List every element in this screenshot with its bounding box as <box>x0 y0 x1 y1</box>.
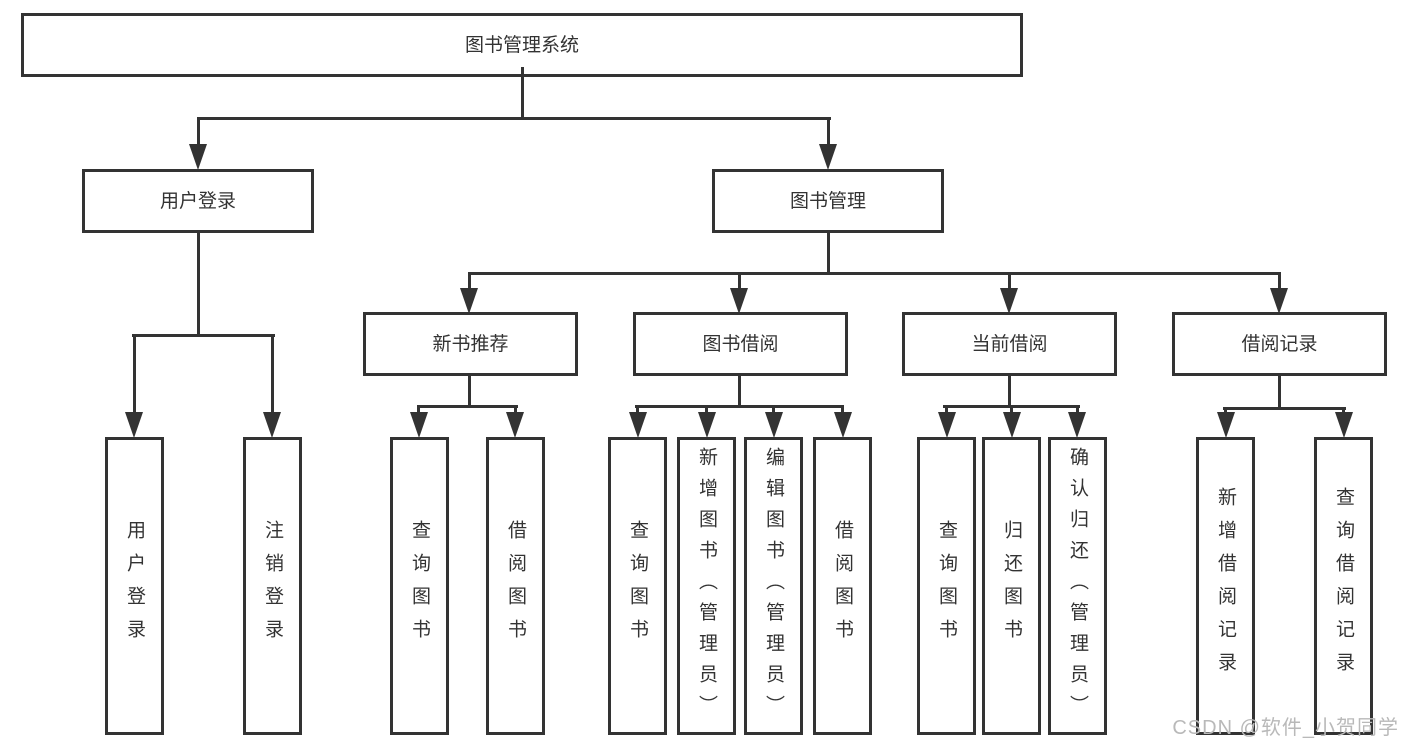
connector-line <box>1223 407 1346 410</box>
node-label: 借阅图书 <box>505 520 526 652</box>
arrow-down-icon <box>730 288 748 314</box>
arrow-down-icon <box>834 412 852 438</box>
arrow-down-icon <box>125 412 143 438</box>
node-label: 编辑图书（管理员） <box>763 446 784 726</box>
connector-line <box>1278 376 1281 410</box>
node-label: 新书推荐 <box>432 333 509 355</box>
arrow-down-icon <box>629 412 647 438</box>
arrow-down-icon <box>263 412 281 438</box>
arrow-down-icon <box>1270 288 1288 314</box>
connector-line <box>945 405 948 415</box>
node-label: 图书管理 <box>789 190 866 212</box>
leaf-return-book: 归还图书 <box>982 437 1041 735</box>
connector-line <box>1224 407 1227 415</box>
leaf-add-borrow-record: 新增借阅记录 <box>1196 437 1255 735</box>
connector-line <box>841 405 844 415</box>
node-user-login-branch: 用户登录 <box>82 169 314 233</box>
node-label: 图书管理系统 <box>464 34 579 56</box>
connector-line <box>197 117 200 147</box>
connector-line <box>197 117 831 120</box>
csdn-watermark: CSDN @软件_小贺同学 <box>1172 717 1399 739</box>
arrow-down-icon <box>1217 412 1235 438</box>
node-label: 借阅记录 <box>1241 333 1318 355</box>
node-new-book-recommend: 新书推荐 <box>363 312 578 376</box>
node-label: 查询借阅记录 <box>1333 487 1354 685</box>
arrow-down-icon <box>506 412 524 438</box>
connector-line <box>468 272 471 292</box>
node-label: 图书借阅 <box>702 333 779 355</box>
leaf-user-login: 用户登录 <box>105 437 164 735</box>
arrow-down-icon <box>1068 412 1086 438</box>
arrow-down-icon <box>1000 288 1018 314</box>
node-label: 查询图书 <box>627 520 648 652</box>
leaf-query-borrow-record: 查询借阅记录 <box>1314 437 1373 735</box>
arrow-down-icon <box>819 144 837 170</box>
node-label: 当前借阅 <box>971 333 1048 355</box>
arrow-down-icon <box>189 144 207 170</box>
node-label: 注销登录 <box>262 520 283 652</box>
node-label: 查询图书 <box>409 520 430 652</box>
connector-line <box>705 405 708 415</box>
connector-line <box>514 405 517 415</box>
arrow-down-icon <box>410 412 428 438</box>
connector-line <box>636 405 639 415</box>
node-label: 用户登录 <box>124 520 145 652</box>
node-label: 新增借阅记录 <box>1215 487 1236 685</box>
connector-line <box>738 272 741 292</box>
arrow-down-icon <box>1003 412 1021 438</box>
connector-line <box>133 334 136 414</box>
leaf-borrow-books-recommend: 借阅图书 <box>486 437 545 735</box>
node-current-borrowing: 当前借阅 <box>902 312 1117 376</box>
leaf-query-books-current: 查询图书 <box>917 437 976 735</box>
connector-line <box>468 376 471 408</box>
connector-line <box>827 117 830 147</box>
connector-line <box>1008 272 1011 292</box>
leaf-edit-book-admin: 编辑图书（管理员） <box>744 437 803 735</box>
connector-line <box>827 233 830 275</box>
node-borrowing-records: 借阅记录 <box>1172 312 1387 376</box>
connector-line <box>521 67 524 120</box>
connector-line <box>1010 405 1013 415</box>
connector-line <box>1076 405 1079 415</box>
connector-line <box>1278 272 1281 292</box>
connector-line <box>197 233 200 337</box>
node-label: 归还图书 <box>1001 520 1022 652</box>
node-label: 新增图书（管理员） <box>696 446 717 726</box>
connector-line <box>772 405 775 415</box>
leaf-borrow-books: 借阅图书 <box>813 437 872 735</box>
node-label: 查询图书 <box>936 520 957 652</box>
connector-line <box>1342 407 1345 415</box>
leaf-add-book-admin: 新增图书（管理员） <box>677 437 736 735</box>
connector-line <box>271 334 274 414</box>
arrow-down-icon <box>938 412 956 438</box>
connector-line <box>417 405 518 408</box>
connector-line <box>1008 376 1011 408</box>
leaf-query-books-recommend: 查询图书 <box>390 437 449 735</box>
arrow-down-icon <box>698 412 716 438</box>
node-book-management-branch: 图书管理 <box>712 169 944 233</box>
leaf-query-books-borrowing: 查询图书 <box>608 437 667 735</box>
connector-line <box>468 272 1281 275</box>
connector-line <box>417 405 420 415</box>
arrow-down-icon <box>765 412 783 438</box>
node-book-borrowing: 图书借阅 <box>633 312 848 376</box>
connector-line <box>635 405 844 408</box>
connector-line <box>132 334 275 337</box>
node-label: 确认归还（管理员） <box>1067 446 1088 726</box>
connector-line <box>738 376 741 408</box>
arrow-down-icon <box>1335 412 1353 438</box>
arrow-down-icon <box>460 288 478 314</box>
leaf-confirm-return-admin: 确认归还（管理员） <box>1048 437 1107 735</box>
node-label: 借阅图书 <box>832 520 853 652</box>
node-label: 用户登录 <box>159 190 236 212</box>
leaf-logout: 注销登录 <box>243 437 302 735</box>
node-library-management-system: 图书管理系统 <box>21 13 1023 77</box>
